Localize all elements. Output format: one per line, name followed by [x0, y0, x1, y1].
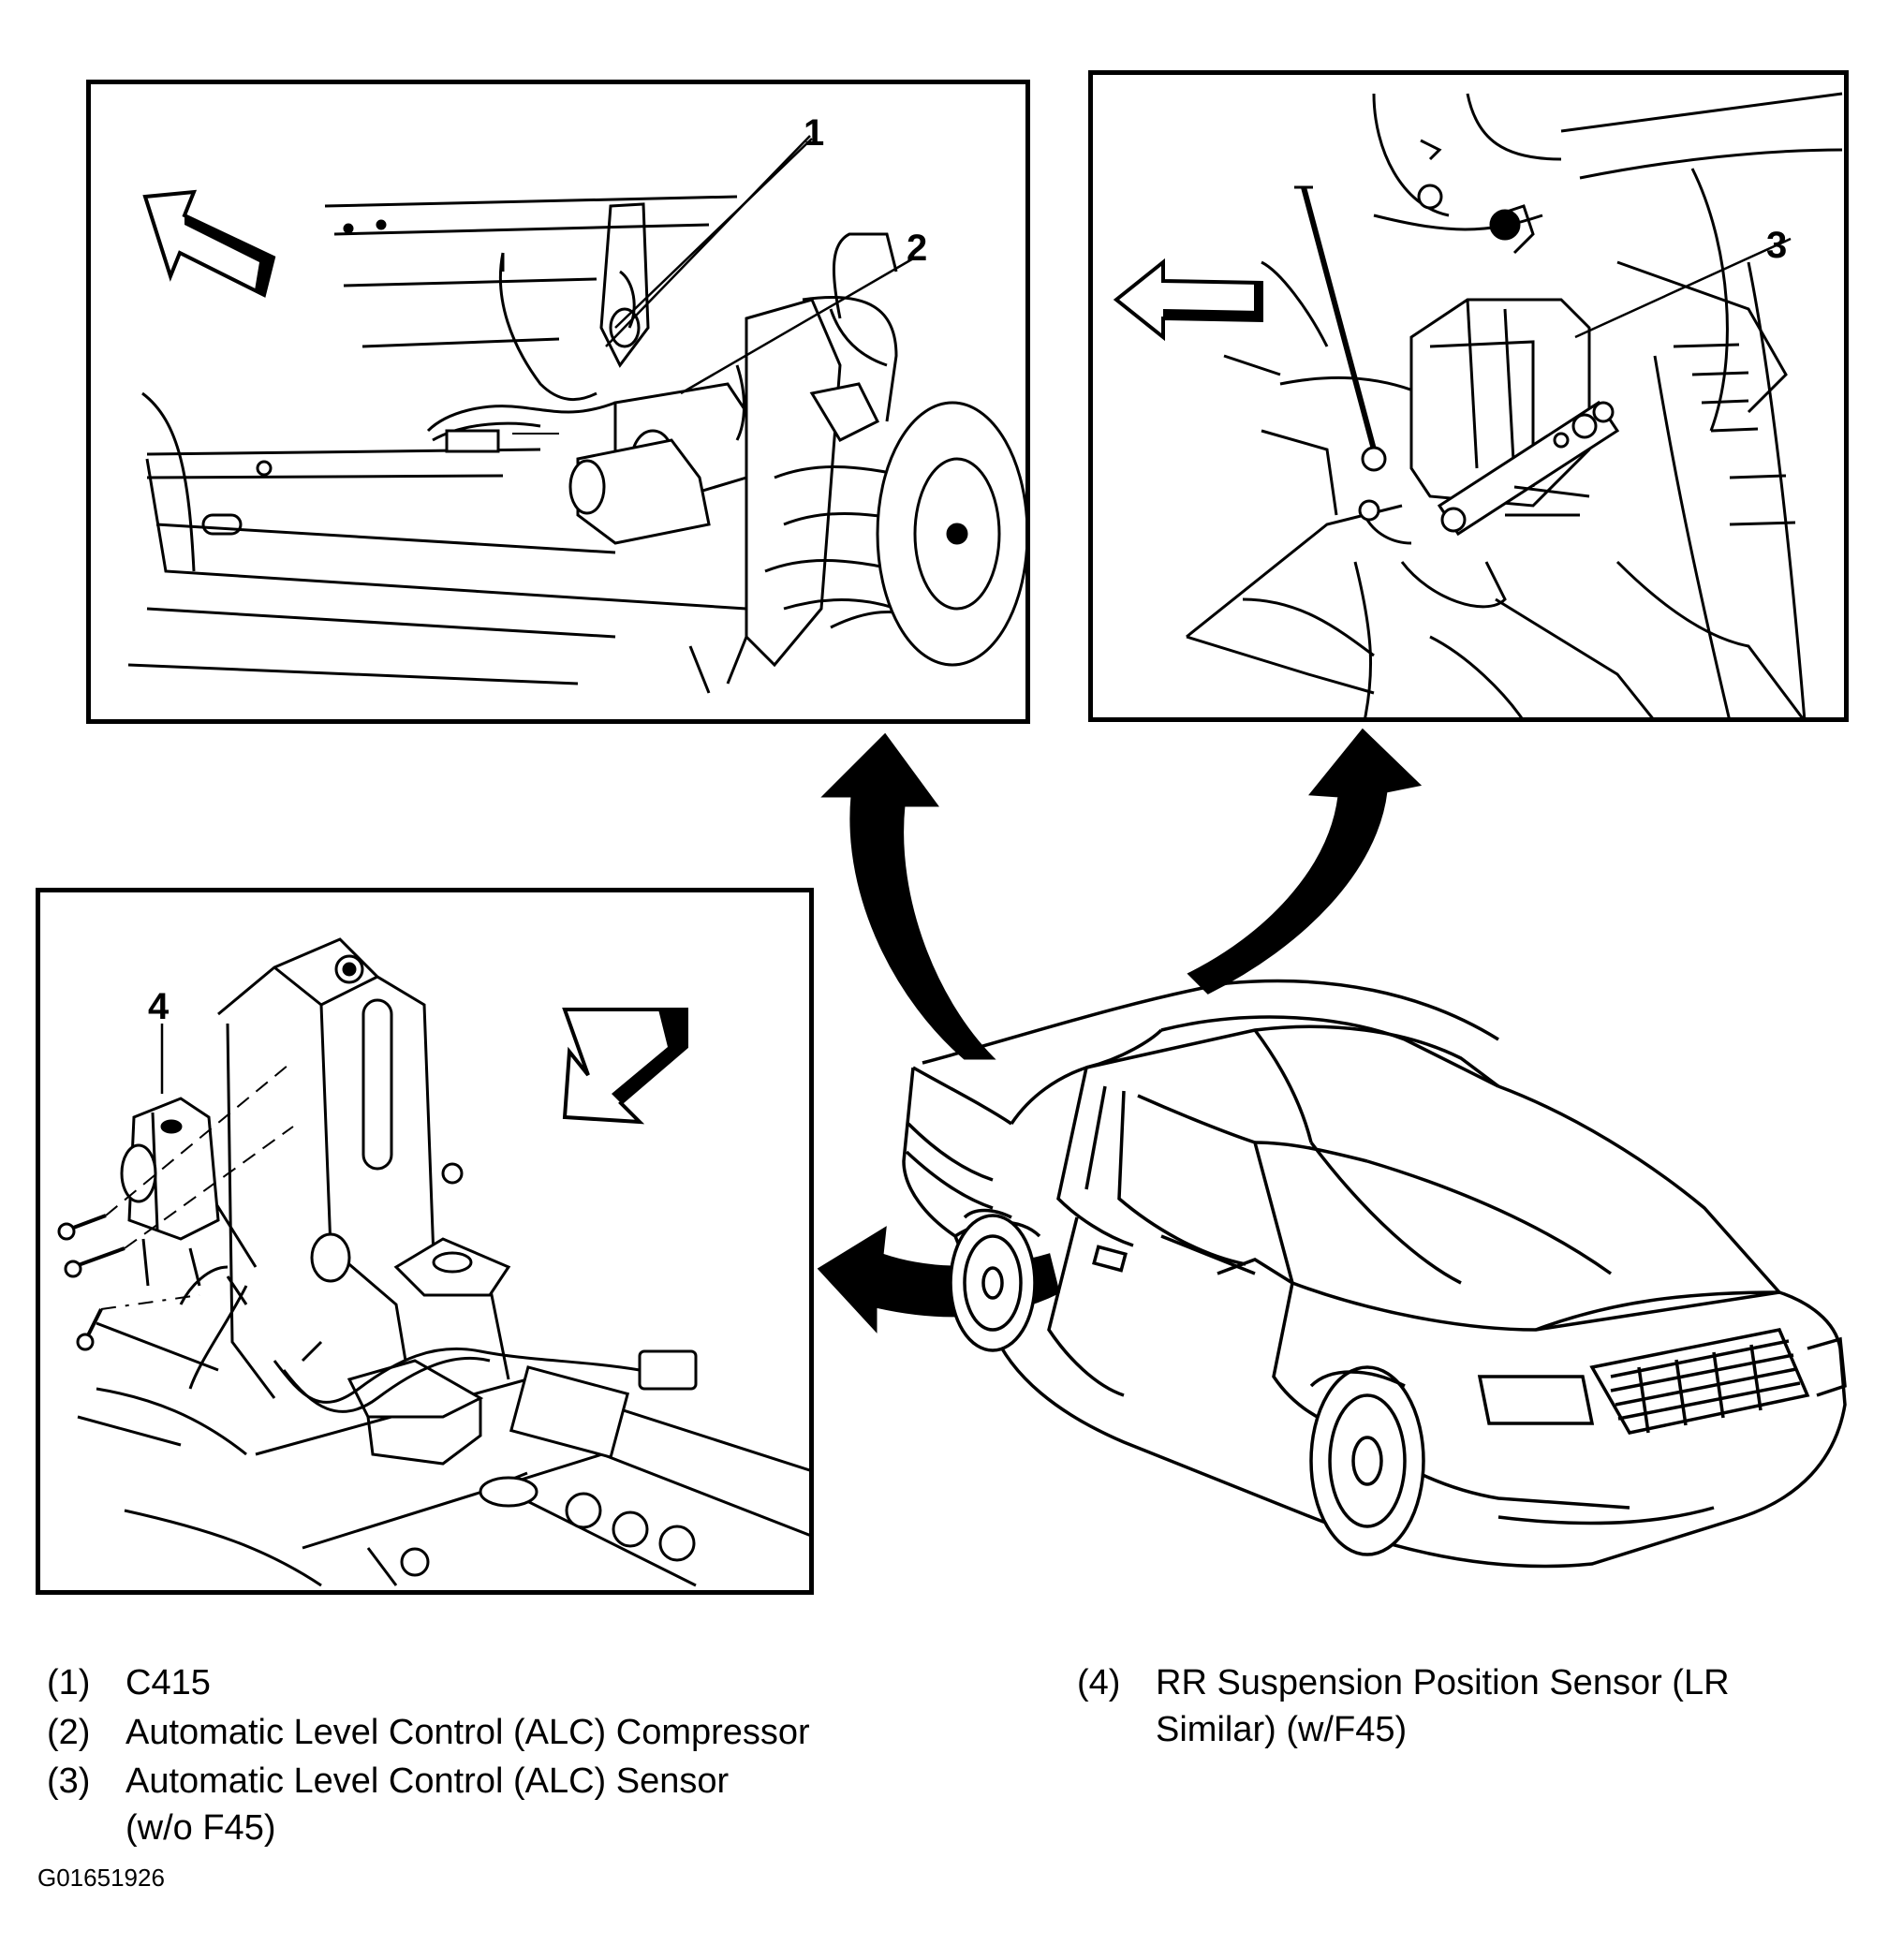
position-sensor-detail-illustration — [57, 937, 809, 1587]
legend-label: C415 — [125, 1663, 211, 1702]
legend-item-3: (3) Automatic Level Control (ALC) Sensor… — [47, 1758, 729, 1851]
callout-3: 3 — [1766, 225, 1788, 266]
pointer-arrow-icon — [820, 732, 996, 1060]
compressor-detail-panel — [86, 80, 1030, 724]
legend-label: Automatic Level Control (ALC) Compressor — [125, 1713, 810, 1752]
legend-number: (2) — [47, 1713, 91, 1752]
legend-item-1: (1) C415 — [47, 1659, 211, 1706]
legend-label: RR Suspension Position Sensor (LR Simila… — [1156, 1659, 1730, 1753]
legend-item-2: (2) Automatic Level Control (ALC) Compre… — [47, 1709, 810, 1756]
compressor-detail-illustration — [127, 135, 1025, 694]
legend-item-4: (4) RR Suspension Position Sensor (LR Si… — [1077, 1659, 1730, 1753]
legend-number: (3) — [47, 1761, 91, 1801]
legend-label: Automatic Level Control (ALC) Sensor (w/… — [125, 1758, 729, 1851]
callout-4: 4 — [148, 986, 170, 1027]
pointer-arrow-icon — [1187, 728, 1423, 995]
legend-number: (1) — [47, 1663, 91, 1702]
callout-1: 1 — [804, 112, 825, 154]
alc-sensor-detail-illustration — [1113, 92, 1843, 717]
legend-number: (4) — [1077, 1663, 1121, 1702]
legend-label-line: Similar) (w/F45) — [1156, 1710, 1408, 1749]
legend-label-line: (w/o F45) — [125, 1808, 276, 1848]
figure-id: G01651926 — [37, 1864, 165, 1892]
alc-sensor-detail-panel — [1088, 70, 1849, 722]
callout-2: 2 — [907, 228, 928, 269]
position-sensor-detail-panel — [36, 888, 814, 1595]
legend-label-line: RR Suspension Position Sensor (LR — [1156, 1663, 1730, 1702]
vehicle-illustration — [902, 979, 1847, 1569]
legend-label-line: Automatic Level Control (ALC) Sensor — [125, 1761, 730, 1801]
